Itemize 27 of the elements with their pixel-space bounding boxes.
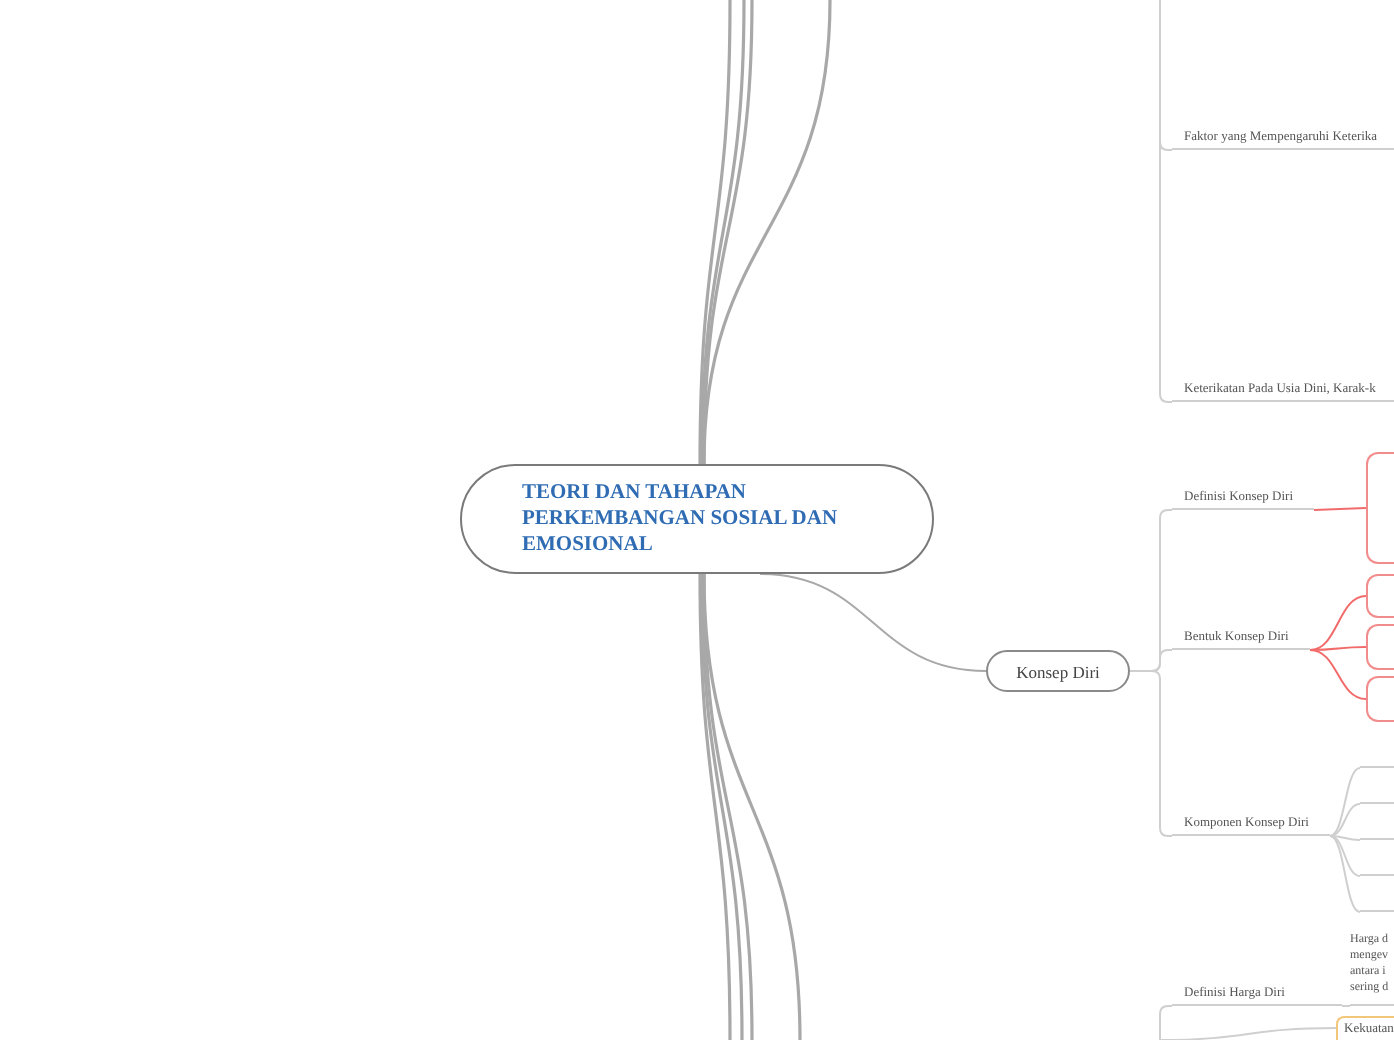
connector-line [1329, 835, 1361, 913]
connector-line [759, 573, 987, 672]
outline-box [1366, 624, 1394, 670]
connector-line [698, 0, 732, 464]
connector-line [1309, 595, 1367, 651]
outline-box [1366, 452, 1394, 564]
connector-line [700, 0, 746, 465]
connector-line [1309, 646, 1367, 651]
outline-box [1366, 574, 1394, 618]
topic-pill: Konsep Diri [986, 650, 1130, 692]
connector-line [1309, 649, 1367, 700]
connector-line [1159, 1027, 1337, 1040]
connector-line [1129, 670, 1173, 837]
connector-line [1329, 835, 1361, 877]
central-topic: TEORI DAN TAHAPAN PERKEMBANGAN SOSIAL DAN EMOSIONAL [460, 464, 934, 574]
connector-line [1329, 835, 1361, 841]
connector-line [1159, 1005, 1173, 1040]
connector-line [1329, 803, 1361, 837]
connector-line [702, 0, 832, 465]
connector-line [1329, 767, 1361, 837]
connector-line [1341, 1005, 1351, 1007]
connector-line [698, 574, 732, 1040]
connector-line [1313, 507, 1367, 511]
outline-box [1366, 676, 1394, 722]
connector-line [702, 573, 802, 1040]
connector-line [700, 573, 744, 1040]
connector-line [1159, 0, 1173, 403]
